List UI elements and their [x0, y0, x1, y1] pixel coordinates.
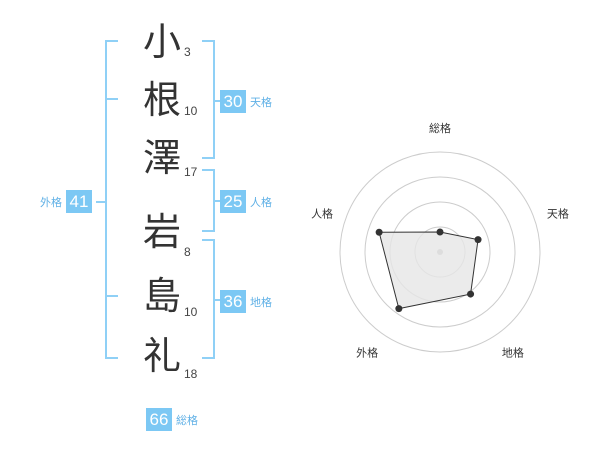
strokes-2: 17	[184, 165, 198, 179]
chikaku-label: 地格	[250, 295, 272, 309]
kanji-1: 根	[142, 78, 181, 122]
outer-bracket	[105, 40, 118, 359]
strokes-5: 18	[184, 367, 198, 381]
kanji-3: 岩	[142, 210, 181, 254]
jinkaku-label: 人格	[250, 195, 272, 209]
kanji-4: 島	[142, 274, 181, 318]
kanji-2: 澤	[142, 136, 181, 180]
strokes-4: 10	[184, 305, 198, 319]
chikaku-value: 36	[220, 290, 246, 313]
kanji-0: 小	[142, 20, 181, 64]
radar-axis-label-0: 総格	[429, 121, 451, 135]
kanji-5: 礼	[142, 334, 181, 378]
gaikaku-value: 41	[66, 190, 92, 213]
radar-ring-4	[339, 151, 541, 353]
chikaku-badge: 36 地格	[220, 290, 272, 313]
radar-point-2	[467, 290, 475, 298]
tenkaku-value: 30	[220, 90, 246, 113]
tenkaku-bracket	[202, 40, 215, 159]
tenkaku-badge: 30 天格	[220, 90, 272, 113]
radar-point-0	[436, 228, 444, 236]
radar-axis-label-3: 外格	[356, 345, 378, 359]
radar-ring-3	[364, 176, 516, 328]
jinkaku-value: 25	[220, 190, 246, 213]
gaikaku-badge: 外格 41	[40, 190, 92, 213]
radar-axis-label-4: 人格	[311, 207, 333, 221]
jinkaku-badge: 25 人格	[220, 190, 272, 213]
radar-point-4	[375, 228, 383, 236]
soukaku-label: 総格	[176, 413, 198, 427]
strokes-0: 3	[184, 45, 191, 59]
radar-point-1	[474, 236, 482, 244]
radar-point-3	[395, 305, 403, 313]
radar-axis-label-2: 地格	[502, 345, 524, 359]
soukaku-value: 66	[146, 408, 172, 431]
strokes-3: 8	[184, 245, 191, 259]
radar-axis-label-1: 天格	[547, 207, 569, 221]
tenkaku-label: 天格	[250, 95, 272, 109]
gaikaku-label: 外格	[40, 195, 62, 209]
strokes-1: 10	[184, 104, 198, 118]
soukaku-badge: 66 総格	[146, 408, 198, 431]
radar-polygon	[378, 231, 479, 310]
radar-points	[375, 228, 482, 313]
